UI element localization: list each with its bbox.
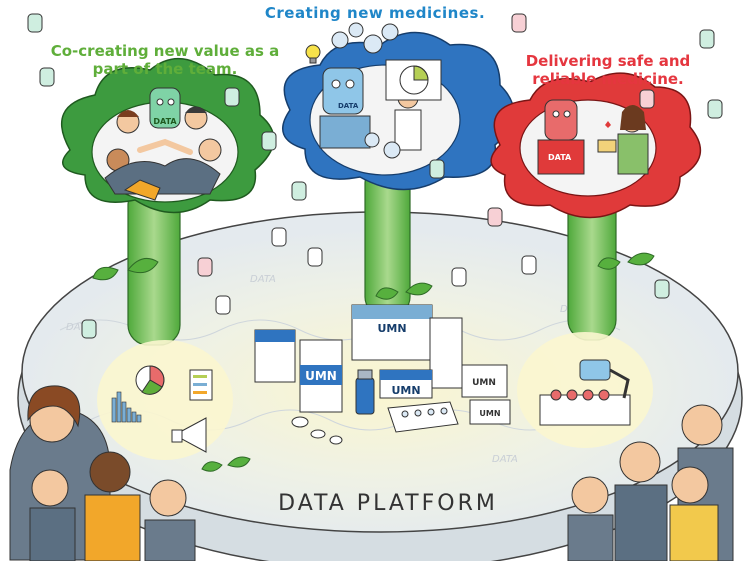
lightbulb-icon [305,44,321,64]
scientist-people: DATA [319,59,442,151]
mascot-badge: DATA [153,117,177,126]
caption-creating-medicines: Creating new medicines. [264,4,486,22]
robot-arm-icon [579,359,630,399]
robot-arm-scene [517,332,653,448]
cloud-icon-red [490,72,702,219]
medicine-box-brand: UMN [377,322,406,335]
pill-icon [291,416,343,445]
person-icon [567,404,734,561]
ghost-data-label: DATA [250,274,276,285]
caption-co-creating-value: Co-creating new value as a part of the t… [50,42,280,79]
bar-histogram [111,391,142,423]
caption-delivering-medicine: Delivering safe and reliable medicine. [525,52,691,89]
ghost-data-label: DATA [66,322,92,333]
analytics-scene [97,340,233,460]
megaphone-icon [171,417,207,453]
vial-icon [355,369,375,415]
platform-label: DATA PLATFORM [278,491,498,516]
mascot-badge: DATA [548,153,572,162]
medicine-box-brand: UMN [305,369,337,383]
data-mascot-icon [197,13,655,277]
molecule-bubbles [331,22,401,159]
medicine-box-brand: UMN [479,409,500,418]
data-mascot-icon [215,227,537,315]
medicine-box-brand: UMN [391,384,420,397]
medicine-box-brand: UMN [472,378,496,388]
team-huddle-people [104,106,222,201]
data-mascot-icon: DATA [149,87,181,129]
sprout-icon [92,252,655,472]
mascot-badge: DATA [338,102,359,110]
caregiver-people: DATA [537,99,649,175]
person-icon [9,385,196,561]
ghost-data-label: DATA [492,454,518,465]
medicine-box-icon: UMN UMN UMN UMN UMN [254,304,511,425]
blister-pack-icon [387,401,459,433]
data-mascot-icon [27,13,723,339]
